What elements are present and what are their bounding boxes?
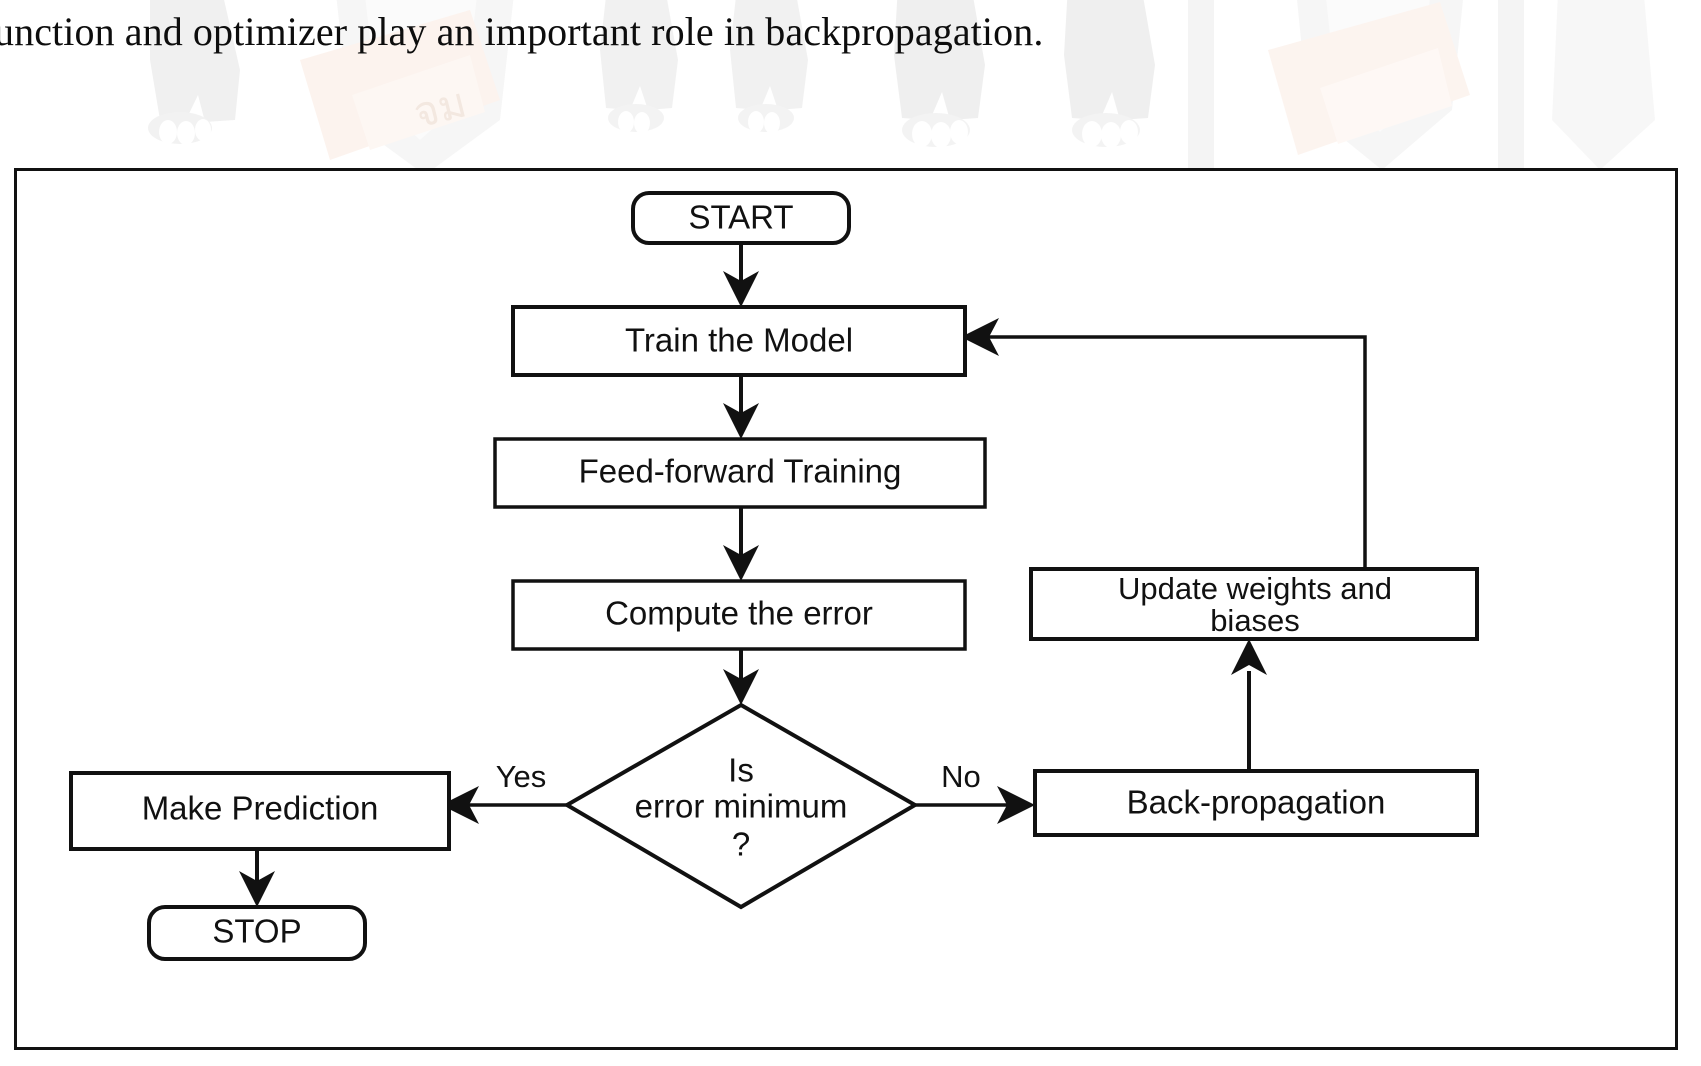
node-start[interactable]: START: [631, 191, 851, 245]
node-decision-error-minimum[interactable]: Is error minimum ?: [563, 702, 919, 910]
node-update-label-line1: Update weights and: [1118, 571, 1392, 606]
flowchart-canvas: START Train the Model Feed-forward Train…: [69, 191, 1479, 961]
edge-decision-to-prediction: [441, 786, 567, 824]
edge-train-to-feedforward: [723, 375, 759, 439]
node-decision-label-line1: Is: [728, 752, 754, 789]
node-make-prediction-label: Make Prediction: [142, 790, 379, 827]
node-compute-error-label: Compute the error: [605, 595, 873, 632]
node-feedforward-label: Feed-forward Training: [579, 453, 902, 490]
edge-label-no: No: [941, 759, 981, 794]
node-feed-forward-training[interactable]: Feed-forward Training: [493, 437, 987, 509]
node-compute-the-error[interactable]: Compute the error: [511, 579, 967, 651]
node-back-propagation[interactable]: Back-propagation: [1033, 769, 1479, 837]
node-decision-label-line2: error minimum: [635, 788, 848, 825]
node-train-the-model[interactable]: Train the Model: [511, 305, 967, 377]
edge-start-to-train: [723, 243, 759, 307]
node-stop-label: STOP: [212, 913, 301, 950]
node-stop[interactable]: STOP: [147, 905, 367, 961]
edge-compute-to-decision: [723, 649, 759, 705]
edge-feedforward-to-compute: [723, 507, 759, 581]
node-decision-label-line3: ?: [732, 826, 750, 863]
node-update-label-line2: biases: [1210, 603, 1300, 638]
page-caption: unction and optimizer play an important …: [0, 9, 1044, 54]
edge-label-yes: Yes: [496, 759, 547, 794]
node-update-weights-and-biases[interactable]: Update weights and biases: [1029, 567, 1479, 641]
figure-frame: START Train the Model Feed-forward Train…: [14, 168, 1678, 1050]
edge-prediction-to-stop: [239, 849, 275, 907]
node-train-label: Train the Model: [625, 322, 853, 359]
edge-decision-to-backprop: [915, 786, 1035, 824]
node-backprop-label: Back-propagation: [1127, 784, 1386, 821]
svg-text:จม: จม: [409, 80, 471, 137]
node-start-label: START: [688, 199, 793, 236]
node-make-prediction[interactable]: Make Prediction: [69, 771, 451, 851]
edge-update-to-train-loop: [961, 318, 1367, 569]
